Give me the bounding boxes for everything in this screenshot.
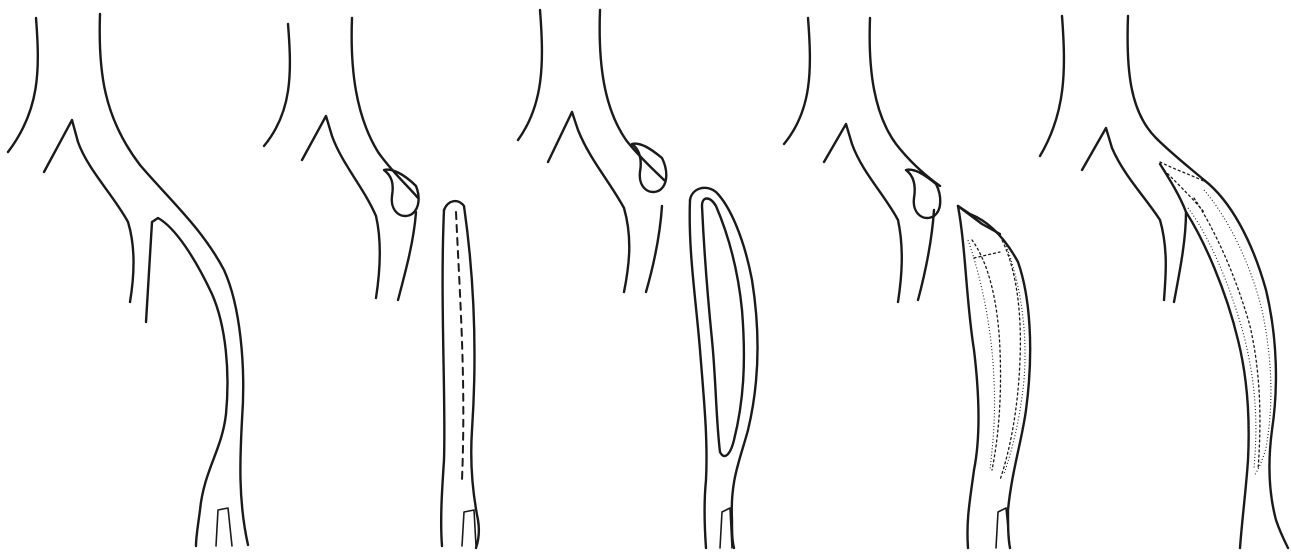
panel-5	[1040, 16, 1288, 548]
panel-5-proximal-vessel	[1040, 16, 1204, 300]
panel-2-proximal-vessel	[264, 18, 418, 300]
panel-1	[8, 14, 248, 546]
panel-4-proximal-vessel	[784, 18, 940, 302]
panel-3-folded-graft	[690, 188, 758, 548]
panel-2-tube-graft	[441, 201, 479, 548]
panel-1-graft-vessel	[146, 218, 232, 546]
panel-4-sutured-graft	[958, 206, 1030, 548]
panel-3	[518, 10, 758, 548]
panel-4	[784, 18, 1030, 548]
panel-5-reconstructed-vessel	[1160, 162, 1288, 548]
panel-3-proximal-vessel	[518, 10, 664, 292]
panel-2	[264, 18, 479, 548]
panel-3-aneurysm-sac	[632, 144, 666, 192]
